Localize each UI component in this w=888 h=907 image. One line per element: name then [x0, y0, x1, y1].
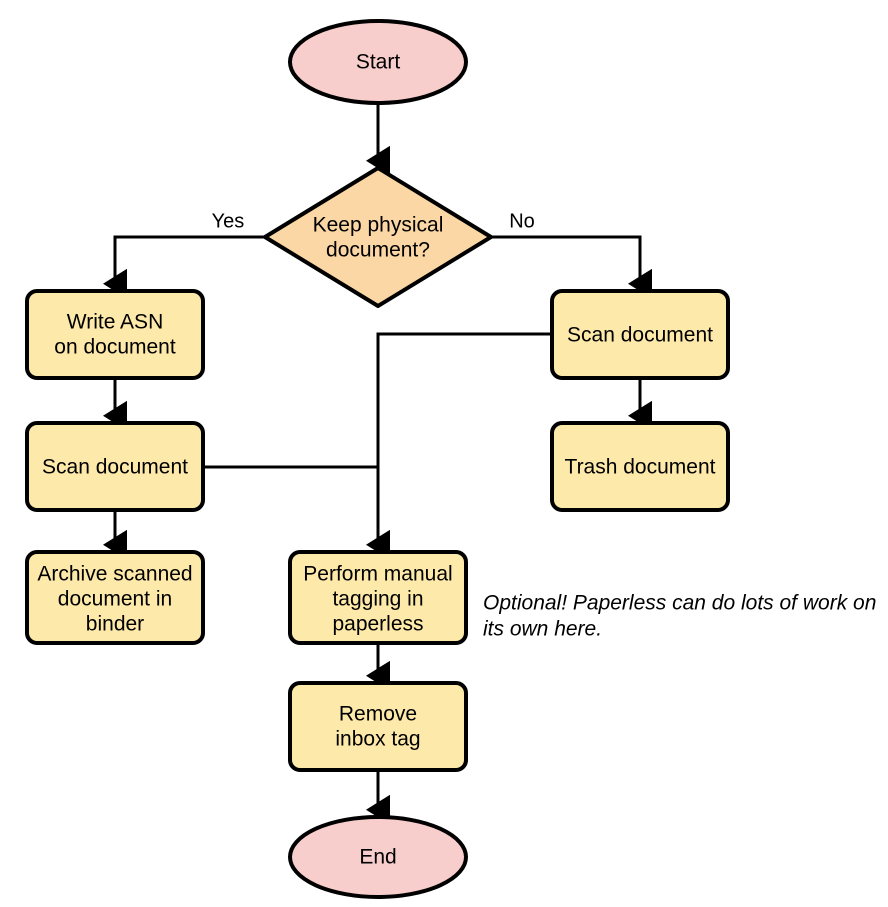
remove-inbox-tag-label-line1: Remove	[339, 703, 417, 726]
end-label: End	[359, 846, 396, 869]
tagging-rect-shape	[288, 550, 468, 645]
edge-scan-right-to-tagging	[366, 332, 552, 560]
scan-document-left-rect-shape	[25, 421, 205, 512]
remove-inbox-tag-rect-shape	[288, 681, 468, 772]
end-ellipse-shape	[288, 815, 468, 899]
node-end[interactable]: End	[288, 815, 468, 899]
edge-decision-no-to-scan-right	[491, 235, 652, 299]
tagging-label-line3: paperless	[332, 613, 423, 636]
archive-label-line2: document in	[58, 588, 172, 611]
scan-document-right-label: Scan document	[567, 324, 713, 347]
edge-label-no: No	[509, 210, 535, 232]
tagging-label-line1: Perform manual	[303, 563, 452, 586]
write-asn-label-line1: Write ASN	[67, 311, 163, 334]
start-label: Start	[356, 51, 401, 74]
edge-label-yes: Yes	[212, 210, 245, 232]
node-trash-document[interactable]: Trash document	[550, 421, 730, 512]
node-scan-document-right[interactable]: Scan document	[550, 289, 730, 380]
node-remove-inbox-tag[interactable]: Remove inbox tag	[288, 681, 468, 772]
archive-label-line1: Archive scanned	[37, 563, 192, 586]
write-asn-rect-shape	[25, 289, 205, 380]
decision-label-line2: document?	[326, 239, 430, 262]
trash-document-rect-shape	[550, 421, 730, 512]
decision-label-line1: Keep physical	[313, 214, 444, 237]
optional-note-line2: its own here.	[483, 618, 602, 641]
scan-document-right-rect-shape	[550, 289, 730, 380]
edge-decision-yes-to-write-asn	[103, 235, 264, 299]
node-scan-document-left[interactable]: Scan document	[25, 421, 205, 512]
node-decision-keep-physical-document[interactable]: Keep physical document?	[263, 166, 493, 308]
remove-inbox-tag-label-line2: inbox tag	[335, 728, 420, 751]
scan-document-left-label: Scan document	[42, 456, 188, 479]
node-write-asn-on-document[interactable]: Write ASN on document	[25, 289, 205, 380]
node-perform-manual-tagging-in-paperless[interactable]: Perform manual tagging in paperless	[288, 550, 468, 645]
trash-document-label: Trash document	[565, 456, 716, 479]
decision-diamond-shape	[263, 166, 493, 308]
optional-note-line1: Optional! Paperless can do lots of work …	[483, 592, 876, 615]
node-start[interactable]: Start	[288, 19, 468, 105]
start-ellipse-shape	[288, 19, 468, 105]
tagging-label-line2: tagging in	[332, 588, 423, 611]
write-asn-label-line2: on document	[54, 336, 176, 359]
node-archive-scanned-document-in-binder[interactable]: Archive scanned document in binder	[25, 550, 205, 645]
archive-rect-shape	[25, 550, 205, 645]
archive-label-line3: binder	[86, 613, 144, 636]
